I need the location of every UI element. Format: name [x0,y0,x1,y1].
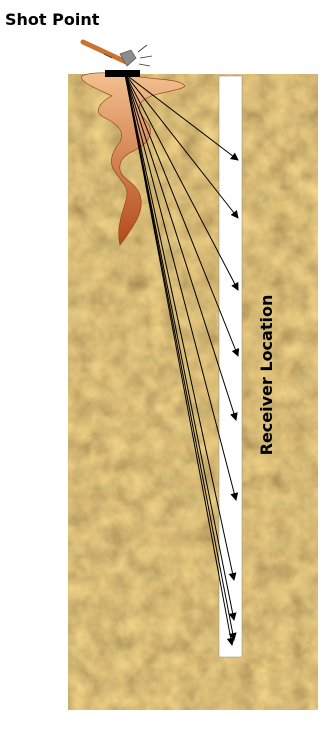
shot-point-label: Shot Point [5,10,100,29]
borehole [219,76,242,657]
shot-plate [105,70,140,77]
receiver-location-label: Receiver Location [257,295,276,456]
hammer-icon [83,42,152,66]
